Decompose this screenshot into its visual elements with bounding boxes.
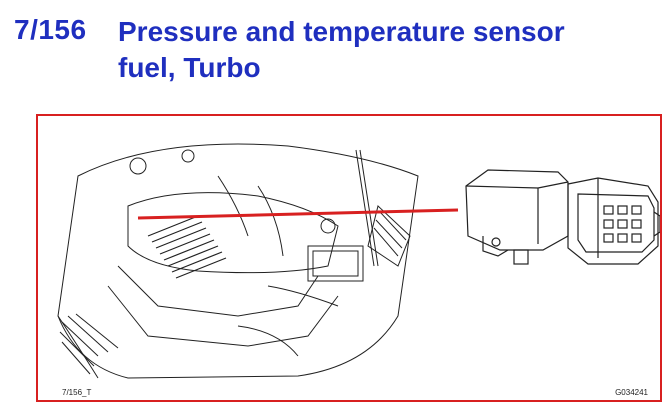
page-title: Pressure and temperature sensor fuel, Tu… [118,14,658,86]
pointer-arrow [137,208,459,220]
figure-frame: 7/156_T G034241 [36,114,662,402]
figure-label-left: 7/156_T [62,388,92,397]
reference-code: 7/156 [14,14,87,45]
page-header: 7/156 Pressure and temperature sensor fu… [0,0,668,100]
sensor-connector-illustration [465,169,660,265]
title-line-2: fuel, Turbo [118,52,261,83]
engine-bay-illustration [57,143,419,379]
title-line-1: Pressure and temperature sensor [118,16,565,47]
figure-illustration [57,143,660,379]
figure-label-right: G034241 [615,388,648,397]
